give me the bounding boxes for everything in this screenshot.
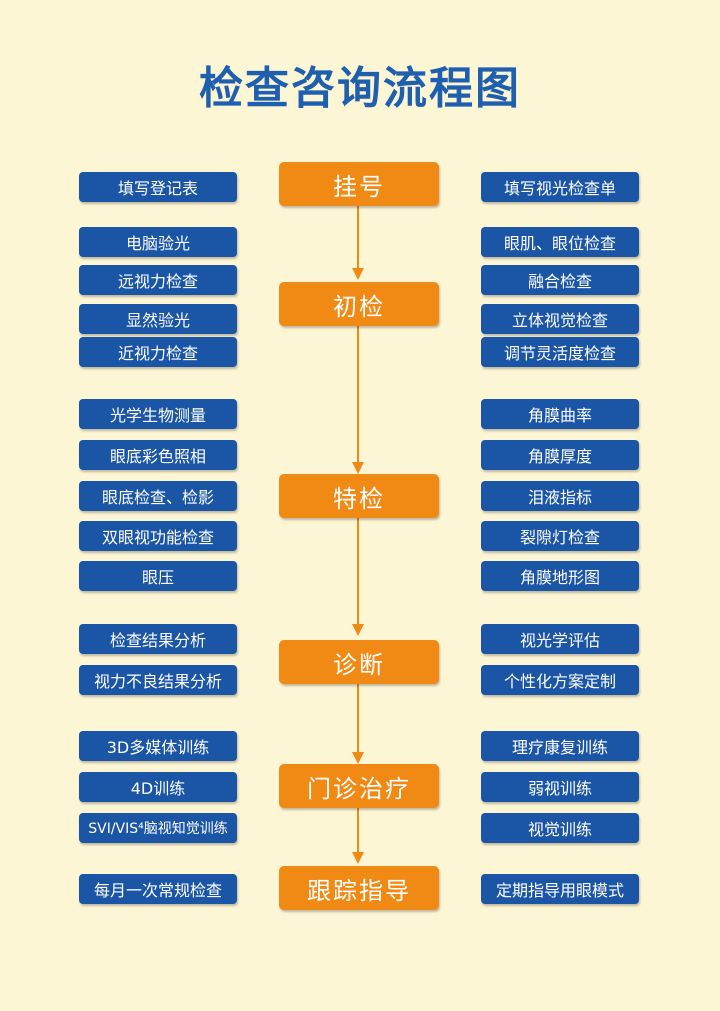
left-item: 电脑验光: [79, 227, 237, 257]
left-item: 眼底彩色照相: [79, 440, 237, 470]
right-item: 弱视训练: [481, 772, 639, 802]
connector-line-3: [357, 518, 359, 624]
step-register: 挂号: [279, 162, 439, 206]
left-item: 双眼视功能检查: [79, 521, 237, 551]
left-item: 每月一次常规检查: [79, 874, 237, 904]
arrow-down-icon-5: [352, 852, 364, 864]
right-item: 调节灵活度检查: [481, 337, 639, 367]
arrow-down-icon-1: [352, 268, 364, 280]
right-item: 泪液指标: [481, 481, 639, 511]
left-item: 显然验光: [79, 304, 237, 334]
right-item: 个性化方案定制: [481, 665, 639, 695]
left-item: 3D多媒体训练: [79, 731, 237, 761]
step-diagnosis: 诊断: [279, 640, 439, 684]
left-item: 眼压: [79, 561, 237, 591]
page-title: 检查咨询流程图: [199, 63, 521, 114]
arrow-down-icon-4: [352, 752, 364, 764]
left-item: 填写登记表: [79, 172, 237, 202]
left-item: 4D训练: [79, 772, 237, 802]
right-item: 角膜厚度: [481, 440, 639, 470]
connector-line-2: [357, 326, 359, 462]
right-item: 裂隙灯检查: [481, 521, 639, 551]
left-item: 远视力检查: [79, 265, 237, 295]
left-item: 眼底检查、检影: [79, 481, 237, 511]
right-item: 填写视光检查单: [481, 172, 639, 202]
left-item: 视力不良结果分析: [79, 665, 237, 695]
right-item: 眼肌、眼位检查: [481, 227, 639, 257]
right-item: 立体视觉检查: [481, 304, 639, 334]
arrow-down-icon-3: [352, 624, 364, 636]
right-item: 理疗康复训练: [481, 731, 639, 761]
left-item: 检查结果分析: [79, 624, 237, 654]
connector-line-4: [357, 684, 359, 752]
right-item: 角膜地形图: [481, 561, 639, 591]
step-outpatient-treatment: 门诊治疗: [279, 764, 439, 808]
right-item: 视光学评估: [481, 624, 639, 654]
right-item: 角膜曲率: [481, 399, 639, 429]
connector-line-1: [357, 206, 359, 268]
step-special-exam: 特检: [279, 474, 439, 518]
right-item: 融合检查: [481, 265, 639, 295]
step-initial-exam: 初检: [279, 282, 439, 326]
arrow-down-icon-2: [352, 462, 364, 474]
left-item: SVI/VIS⁴脑视知觉训练: [79, 813, 237, 843]
left-item: 近视力检查: [79, 337, 237, 367]
right-item: 视觉训练: [481, 813, 639, 843]
step-follow-up: 跟踪指导: [279, 866, 439, 910]
connector-line-5: [357, 808, 359, 852]
left-item: 光学生物测量: [79, 399, 237, 429]
right-item: 定期指导用眼模式: [481, 874, 639, 904]
